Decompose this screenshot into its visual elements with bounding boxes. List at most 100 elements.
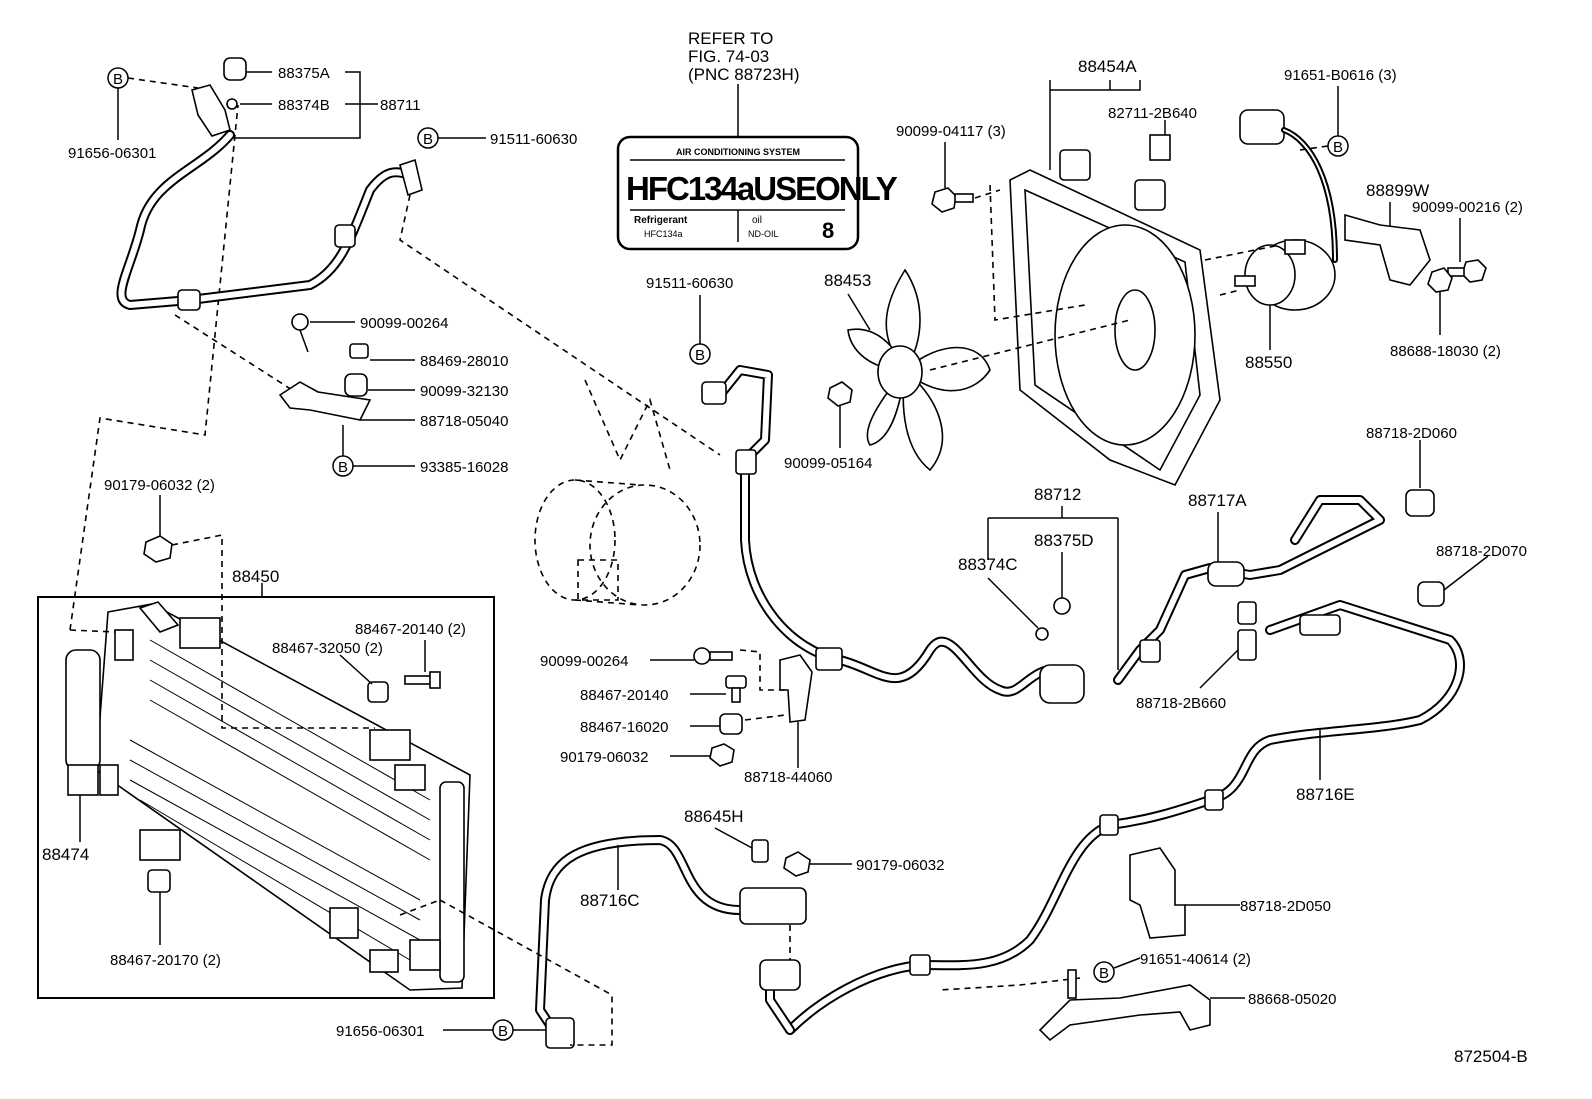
label-88374B[interactable]: 88374B	[278, 97, 330, 114]
label-88467-20140-2[interactable]: 88467-20140 (2)	[355, 621, 466, 638]
o-ring-88374B[interactable]	[226, 98, 238, 110]
callout-b-bracket[interactable]: B	[332, 455, 354, 477]
label-88899W[interactable]: 88899W	[1366, 181, 1429, 200]
label-88716E[interactable]: 88716E	[1296, 785, 1355, 804]
bushing-88467-20170[interactable]	[147, 869, 171, 893]
label-88645H[interactable]: 88645H	[684, 807, 744, 826]
label-91511-60630-top[interactable]: 91511-60630	[490, 131, 577, 148]
o-ring-88374C[interactable]	[1035, 627, 1049, 641]
screw-90099-00264-top[interactable]	[291, 313, 309, 353]
nut-90179-06032-2[interactable]	[143, 535, 173, 563]
ac-warning-label[interactable]: AIR CONDITIONING SYSTEM HFC134aUSEONLY R…	[616, 135, 900, 251]
sensor-88375D[interactable]	[1053, 597, 1071, 615]
label-88467-20140[interactable]: 88467-20140	[580, 687, 668, 704]
fan-shroud-88454A[interactable]	[1009, 134, 1221, 487]
condenser-88450[interactable]	[95, 601, 471, 991]
pressure-switch-88645H[interactable]	[739, 839, 807, 925]
refer-note-line1: REFER TO	[688, 29, 773, 48]
cushion-88469-28010[interactable]	[349, 343, 369, 359]
nut-90179-06032-mid[interactable]	[709, 743, 735, 767]
bushing-88467-32050[interactable]	[367, 681, 389, 703]
label-90099-00216-2[interactable]: 90099-00216 (2)	[1412, 199, 1523, 216]
bracket-88718-2D050[interactable]	[1129, 847, 1186, 939]
suction-hose[interactable]	[701, 365, 1085, 704]
label-88718-05040[interactable]: 88718-05040	[420, 413, 508, 430]
clamp-88718-2D060[interactable]	[1405, 489, 1435, 517]
screw-88467-20140-2[interactable]	[404, 671, 441, 689]
svg-text:B: B	[695, 347, 705, 364]
label-88717A[interactable]: 88717A	[1188, 491, 1247, 510]
callout-b-bottom-right[interactable]: B	[1093, 961, 1115, 983]
connector-harness[interactable]	[1239, 109, 1338, 263]
label-91651-B0616-3[interactable]: 91651-B0616 (3)	[1284, 67, 1397, 84]
label-88711[interactable]: 88711	[380, 97, 421, 114]
nut-90179-06032-right[interactable]	[783, 851, 811, 877]
label-90099-00264-mid[interactable]: 90099-00264	[540, 653, 628, 670]
fan-motor-88550[interactable]	[1234, 239, 1336, 311]
clamp-88718-2B660[interactable]	[1237, 601, 1257, 661]
callout-b-fan[interactable]: B	[1327, 135, 1349, 157]
label-90099-00264-top[interactable]: 90099-00264	[360, 315, 448, 332]
sensor-88375A[interactable]	[223, 57, 247, 81]
label-88668-05020[interactable]: 88668-05020	[1248, 991, 1336, 1008]
label-88718-2D070[interactable]: 88718-2D070	[1436, 543, 1527, 560]
label-90099-32130[interactable]: 90099-32130	[420, 383, 508, 400]
label-88716C[interactable]: 88716C	[580, 891, 640, 910]
pipe-88716C[interactable]	[535, 835, 801, 1049]
bracket-88899W[interactable]	[1344, 213, 1431, 286]
screw-90099-00264-mid[interactable]	[693, 647, 733, 665]
label-88550[interactable]: 88550	[1245, 353, 1292, 372]
callout-b-top-left[interactable]: B	[107, 67, 129, 89]
screw-88467-20140[interactable]	[725, 675, 747, 703]
label-88467-16020[interactable]: 88467-16020	[580, 719, 668, 736]
label-88688-18030-2[interactable]: 88688-18030 (2)	[1390, 343, 1501, 360]
label-90179-06032-2[interactable]: 90179-06032 (2)	[104, 477, 215, 494]
label-88712[interactable]: 88712	[1034, 485, 1081, 504]
label-88453[interactable]: 88453	[824, 271, 871, 290]
bolt-90099-04117[interactable]	[931, 187, 974, 213]
label-88450[interactable]: 88450	[232, 567, 279, 586]
label-90099-04117-3[interactable]: 90099-04117 (3)	[896, 123, 1006, 140]
callout-b-bottom[interactable]: B	[492, 1019, 514, 1041]
grommet-90099-32130[interactable]	[344, 373, 368, 397]
bolt-90099-00216[interactable]	[1447, 259, 1487, 283]
label-90179-06032-mid[interactable]: 90179-06032	[560, 749, 648, 766]
label-82711-2B640[interactable]: 82711-2B640	[1108, 105, 1197, 122]
label-91656-06301-top[interactable]: 91656-06301	[68, 145, 156, 162]
svg-text:B: B	[1099, 965, 1109, 982]
label-88469-28010[interactable]: 88469-28010	[420, 353, 508, 370]
label-88718-2B660[interactable]: 88718-2B660	[1136, 695, 1226, 712]
bushing-88467-16020[interactable]	[719, 713, 743, 735]
label-91656-06301-bottom[interactable]: 91656-06301	[336, 1023, 424, 1040]
callout-b-suction[interactable]: B	[689, 343, 711, 365]
label-88718-44060[interactable]: 88718-44060	[744, 769, 832, 786]
label-90099-05164[interactable]: 90099-05164	[784, 455, 872, 472]
label-88374C[interactable]: 88374C	[958, 555, 1018, 574]
nut-90099-05164[interactable]	[827, 381, 853, 407]
ac-label-oil: oil	[752, 215, 762, 226]
label-88454A[interactable]: 88454A	[1078, 57, 1137, 76]
callout-b-hose-top[interactable]: B	[417, 127, 439, 149]
nut-88688-18030[interactable]	[1427, 267, 1453, 293]
label-88467-20170-2[interactable]: 88467-20170 (2)	[110, 952, 221, 969]
receiver-drier-88474[interactable]	[65, 649, 101, 796]
pipe-88716E[interactable]	[785, 600, 1465, 1035]
label-90179-06032-right[interactable]: 90179-06032	[856, 857, 944, 874]
hose-88717A[interactable]	[1113, 495, 1385, 685]
label-88375D[interactable]: 88375D	[1034, 531, 1094, 550]
label-91651-40614-2[interactable]: 91651-40614 (2)	[1140, 951, 1251, 968]
discharge-hose-88711[interactable]	[116, 84, 423, 311]
bracket-88718-05040[interactable]	[278, 381, 372, 421]
fan-88453[interactable]	[847, 268, 991, 472]
label-93385-16028[interactable]: 93385-16028	[420, 459, 508, 476]
label-88718-2D060[interactable]: 88718-2D060	[1366, 425, 1457, 442]
label-91511-60630-mid[interactable]: 91511-60630	[646, 275, 733, 292]
label-88467-32050-2[interactable]: 88467-32050 (2)	[272, 640, 383, 657]
label-88375A[interactable]: 88375A	[278, 65, 330, 82]
bracket-88718-44060[interactable]	[779, 654, 813, 723]
label-88474[interactable]: 88474	[42, 845, 89, 864]
clamp-88718-2D070[interactable]	[1417, 581, 1445, 607]
bracket-88668-05020[interactable]	[1038, 969, 1211, 1042]
label-88718-2D050[interactable]: 88718-2D050	[1240, 898, 1331, 915]
svg-text:B: B	[338, 459, 348, 476]
